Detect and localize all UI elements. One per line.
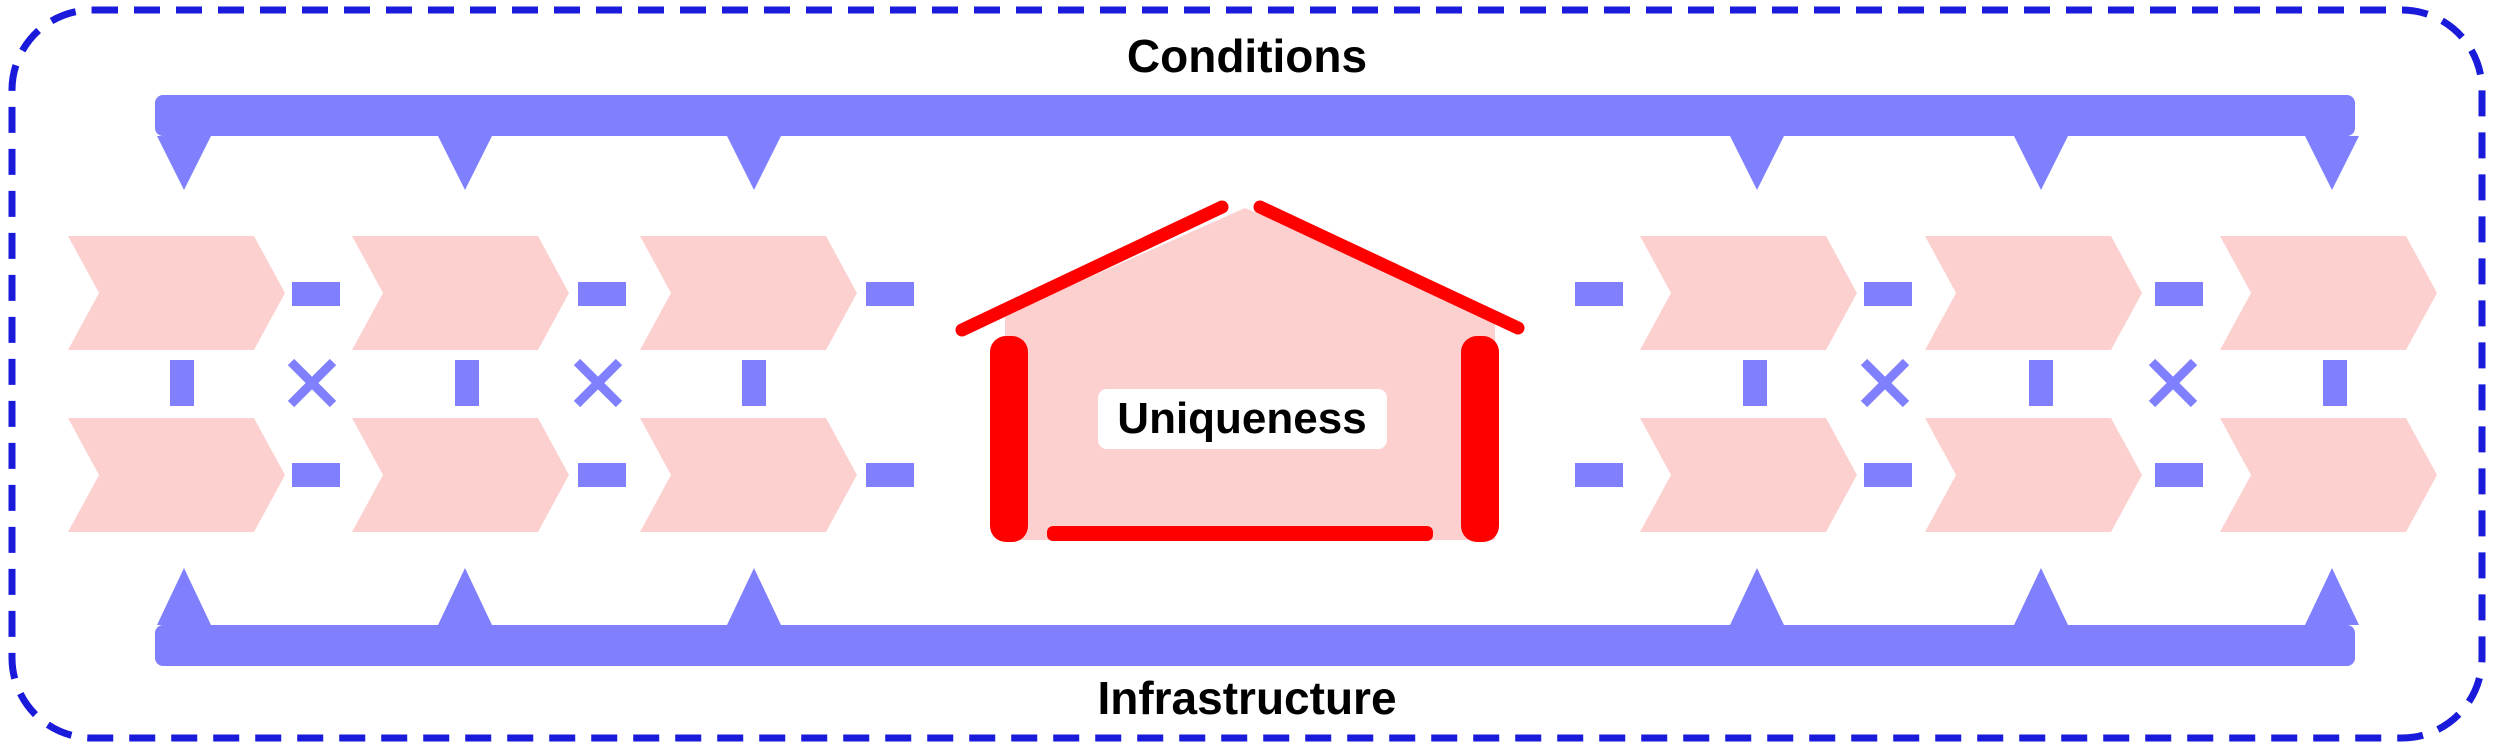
dash-icon — [2029, 360, 2053, 406]
chevron-shape — [1640, 418, 1857, 532]
dash-icon — [1864, 282, 1912, 306]
chevron-shape — [352, 418, 569, 532]
uniqueness-house: Uniqueness — [955, 200, 1525, 542]
dash-icon — [2155, 282, 2203, 306]
chevron-shape — [68, 236, 285, 350]
chevrons-left — [68, 236, 857, 532]
infrastructure-label: Infrastructure — [1097, 672, 1396, 724]
dash-icon — [866, 463, 914, 487]
center-label-background — [1098, 389, 1387, 449]
dash-icon — [2155, 463, 2203, 487]
up-triangle-icon — [2014, 568, 2068, 625]
conditions-arrows — [157, 136, 2359, 190]
wall-left — [990, 336, 1028, 542]
dash-icon — [292, 463, 340, 487]
conditions-bar — [155, 95, 2355, 136]
up-triangle-icon — [1730, 568, 1784, 625]
dash-icon — [1743, 360, 1767, 406]
chevron-shape — [2220, 236, 2437, 350]
outer-dashed-frame — [8, 6, 2486, 742]
chevron-shape — [352, 236, 569, 350]
chevron-shape — [68, 418, 285, 532]
chevron-shape — [640, 418, 857, 532]
dash-icon — [1575, 282, 1623, 306]
up-triangle-icon — [2305, 568, 2359, 625]
down-triangle-icon — [157, 136, 211, 190]
chevron-shape — [640, 236, 857, 350]
dash-icon — [578, 463, 626, 487]
up-triangle-icon — [157, 568, 211, 625]
chevrons-right — [1640, 236, 2437, 532]
chevron-shape — [1640, 236, 1857, 350]
roof-right-stroke — [1253, 200, 1525, 335]
up-triangle-icon — [727, 568, 781, 625]
dash-icon — [1575, 463, 1623, 487]
infrastructure-arrows — [157, 568, 2359, 625]
dash-icon — [292, 282, 340, 306]
down-triangle-icon — [727, 136, 781, 190]
down-triangle-icon — [1730, 136, 1784, 190]
dash-icon — [2323, 360, 2347, 406]
chevron-shape — [2220, 418, 2437, 532]
dash-icon — [578, 282, 626, 306]
cross-connectors — [287, 358, 2198, 408]
x-icon — [2148, 358, 2198, 408]
house-floor — [1047, 526, 1433, 541]
chevron-shape — [1925, 236, 2142, 350]
conditions-label: Conditions — [1127, 30, 1367, 82]
down-triangle-icon — [2014, 136, 2068, 190]
house-body — [1005, 208, 1495, 540]
horizontal-connectors — [292, 282, 2203, 487]
vertical-connectors — [170, 360, 2347, 406]
uniqueness-label: Uniqueness — [1117, 394, 1366, 443]
down-triangle-icon — [438, 136, 492, 190]
roof-left-stroke — [955, 200, 1229, 337]
dash-icon — [1864, 463, 1912, 487]
wall-right — [1461, 336, 1499, 542]
chevron-shape — [1925, 418, 2142, 532]
x-icon — [287, 358, 337, 408]
infrastructure-bar — [155, 625, 2355, 666]
x-icon — [1860, 358, 1910, 408]
dash-icon — [170, 360, 194, 406]
up-triangle-icon — [438, 568, 492, 625]
dash-icon — [866, 282, 914, 306]
dash-icon — [455, 360, 479, 406]
dash-icon — [742, 360, 766, 406]
down-triangle-icon — [2305, 136, 2359, 190]
x-icon — [573, 358, 623, 408]
